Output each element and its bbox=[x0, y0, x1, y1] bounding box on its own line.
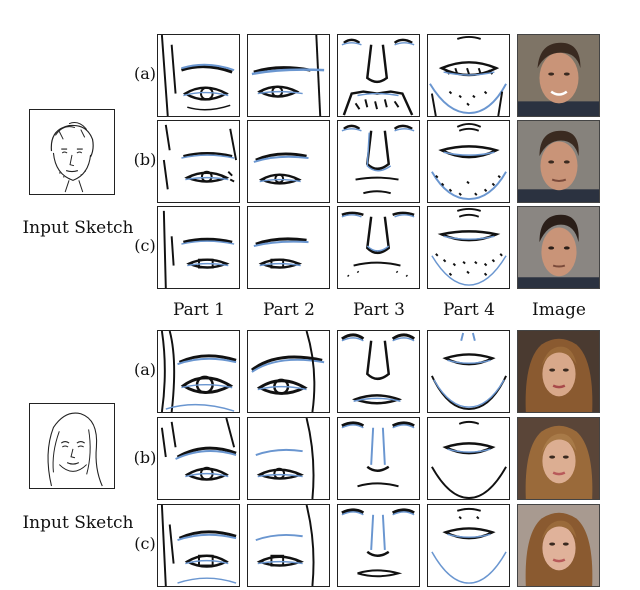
column-label-part1: Part 1 bbox=[173, 300, 225, 320]
tile-female-b-part1 bbox=[157, 417, 240, 500]
tile-male-a-part2 bbox=[247, 34, 330, 117]
tile-male-c-part3 bbox=[337, 206, 420, 289]
row-label-b-male: (b) bbox=[133, 150, 157, 169]
result-photo-male-a bbox=[517, 34, 600, 117]
input-sketch-female bbox=[29, 403, 115, 489]
tile-female-c-part3 bbox=[337, 504, 420, 587]
column-label-part4: Part 4 bbox=[443, 300, 495, 320]
female-sketch-drawing bbox=[47, 412, 103, 487]
row-label-c-female: (c) bbox=[134, 534, 156, 553]
tile-male-b-part1 bbox=[157, 120, 240, 203]
tile-male-b-part3 bbox=[337, 120, 420, 203]
input-sketch-label-female: Input Sketch bbox=[22, 513, 134, 533]
tile-male-c-part1 bbox=[157, 206, 240, 289]
tile-female-c-part4 bbox=[427, 504, 510, 587]
row-label-c-male: (c) bbox=[134, 236, 156, 255]
tile-male-a-part1 bbox=[157, 34, 240, 117]
row-label-b-female: (b) bbox=[133, 448, 157, 467]
tile-male-c-part2 bbox=[247, 206, 330, 289]
row-label-a-female: (a) bbox=[133, 360, 157, 379]
tile-male-b-part2 bbox=[247, 120, 330, 203]
tile-female-b-part4 bbox=[427, 417, 510, 500]
tile-male-a-part4 bbox=[427, 34, 510, 117]
input-sketch-male bbox=[29, 109, 115, 195]
result-photo-female-a bbox=[517, 330, 600, 413]
tile-female-a-part4 bbox=[427, 330, 510, 413]
tile-male-b-part4 bbox=[427, 120, 510, 203]
tile-female-b-part3 bbox=[337, 417, 420, 500]
tile-female-b-part2 bbox=[247, 417, 330, 500]
tile-male-c-part4 bbox=[427, 206, 510, 289]
tile-female-c-part1 bbox=[157, 504, 240, 587]
tile-female-a-part2 bbox=[247, 330, 330, 413]
column-label-part2: Part 2 bbox=[263, 300, 315, 320]
result-photo-male-c bbox=[517, 206, 600, 289]
result-photo-female-b bbox=[517, 417, 600, 500]
result-photo-female-c bbox=[517, 504, 600, 587]
row-label-a-male: (a) bbox=[133, 64, 157, 83]
male-sketch-drawing bbox=[50, 122, 94, 193]
tile-female-c-part2 bbox=[247, 504, 330, 587]
column-label-part3: Part 3 bbox=[353, 300, 405, 320]
input-sketch-label-male: Input Sketch bbox=[22, 218, 134, 238]
tile-male-a-part3 bbox=[337, 34, 420, 117]
result-photo-male-b bbox=[517, 120, 600, 203]
tile-female-a-part3 bbox=[337, 330, 420, 413]
tile-female-a-part1 bbox=[157, 330, 240, 413]
column-label-image: Image bbox=[532, 300, 586, 320]
